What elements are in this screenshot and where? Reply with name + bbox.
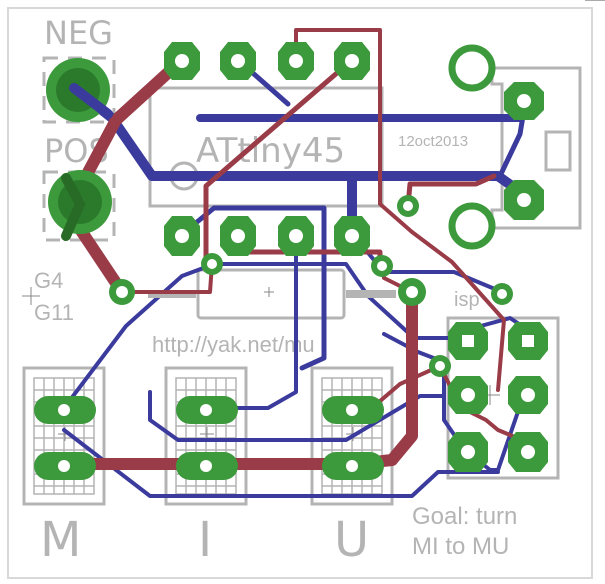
neg-label: NEG (44, 14, 113, 52)
ic-top-pins (164, 42, 370, 80)
trace-blue-switch-u (148, 390, 446, 442)
trace-blue-pin8 (177, 205, 327, 371)
g4-label: G4 (34, 268, 63, 293)
ic-top-holes (175, 54, 359, 68)
switch-pad-holes (58, 404, 358, 472)
jack-mount-holes (448, 44, 496, 250)
trace-red-power-low (58, 286, 418, 470)
jack-pin-holes (517, 94, 531, 207)
pad-overlay-traces (61, 83, 113, 241)
goal-line-2: MI to MU (412, 533, 509, 560)
switch-u-frame (310, 366, 394, 506)
board-outline (7, 7, 593, 579)
jack-slot (544, 130, 572, 172)
overlay-neg-blue (69, 83, 113, 119)
isp-pad-holes (461, 335, 535, 459)
pads-layer (34, 42, 548, 480)
via-holes (116, 201, 507, 371)
chip-label: ATtiny45 (196, 131, 345, 171)
neg-terminal-frame (42, 56, 116, 124)
resistor-pad-right (398, 278, 426, 306)
trace-red-via (405, 173, 497, 209)
date-label: 12oct2013 (398, 133, 468, 150)
switch-i-label: I (198, 512, 212, 568)
ic-bottom-holes (175, 229, 359, 243)
url-label: http://yak.net/mu (152, 332, 315, 357)
trace-red-pin3 (294, 28, 506, 392)
switch-m-frame (22, 366, 106, 506)
bottom-traces (62, 57, 531, 498)
trace-blue-top-bus (196, 96, 530, 122)
switch-u-label: U (334, 512, 369, 568)
silkscreen-layer (22, 56, 582, 506)
g11-label: G11 (34, 300, 74, 325)
switch-i-frame (164, 366, 248, 506)
overlay-pos-green (61, 173, 86, 241)
jack-outline (490, 66, 582, 230)
switch-m-label: M (40, 512, 81, 568)
isp-label: isp (454, 289, 480, 311)
goal-line-1: Goal: turn (412, 503, 517, 530)
